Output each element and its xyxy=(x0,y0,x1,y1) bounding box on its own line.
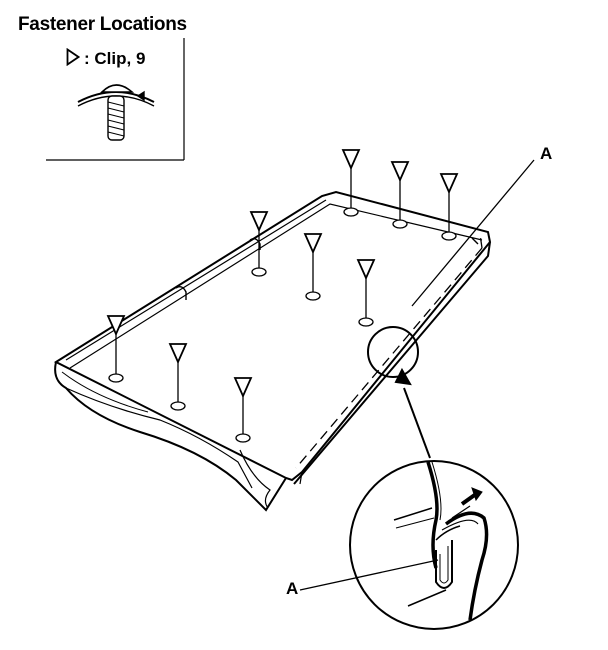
clip-marker xyxy=(390,161,410,229)
clip-hole xyxy=(170,401,186,411)
triangle-outline-icon xyxy=(106,315,126,337)
triangle-outline-icon xyxy=(356,259,376,281)
detail-view xyxy=(349,460,519,630)
legend-separator: : xyxy=(84,48,90,68)
callout-a-bottom-leader xyxy=(299,559,439,591)
clip-hole xyxy=(235,433,251,443)
dashed-line-a xyxy=(295,233,483,469)
detail-arrow xyxy=(394,367,431,459)
clip-hole xyxy=(358,317,374,327)
clip-detail-icon xyxy=(77,84,155,141)
callout-a-top-leader xyxy=(411,159,535,307)
clip-marker xyxy=(341,149,361,217)
clip-marker xyxy=(233,377,253,443)
clip-marker xyxy=(303,233,323,301)
triangle-outline-icon xyxy=(390,161,410,183)
clip-hole xyxy=(392,219,408,229)
triangle-outline-icon xyxy=(66,47,81,71)
triangle-outline-icon xyxy=(341,149,361,171)
clip-markers xyxy=(106,149,459,443)
legend: : Clip, 9 xyxy=(66,47,146,71)
callout-a-bottom: A xyxy=(286,579,299,598)
diagram-title: Fastener Locations xyxy=(18,14,187,35)
triangle-outline-icon xyxy=(303,233,323,255)
clip-marker xyxy=(249,211,269,277)
callout-a-top: A xyxy=(540,144,553,163)
clip-marker xyxy=(168,343,188,411)
clip-hole xyxy=(441,231,457,241)
legend-inset-box xyxy=(46,38,185,161)
triangle-outline-icon xyxy=(249,211,269,233)
clip-hole xyxy=(251,267,267,277)
clip-marker xyxy=(356,259,376,327)
magnifier-source-circle xyxy=(367,326,419,378)
clip-hole xyxy=(343,207,359,217)
clip-hole xyxy=(108,373,124,383)
triangle-outline-icon xyxy=(168,343,188,365)
triangle-outline-icon xyxy=(233,377,253,399)
clip-marker xyxy=(439,173,459,241)
clip-hole xyxy=(305,291,321,301)
clip-marker xyxy=(106,315,126,383)
triangle-outline-icon xyxy=(439,173,459,195)
legend-label: Clip, 9 xyxy=(94,48,146,68)
seat-panel xyxy=(53,190,492,512)
